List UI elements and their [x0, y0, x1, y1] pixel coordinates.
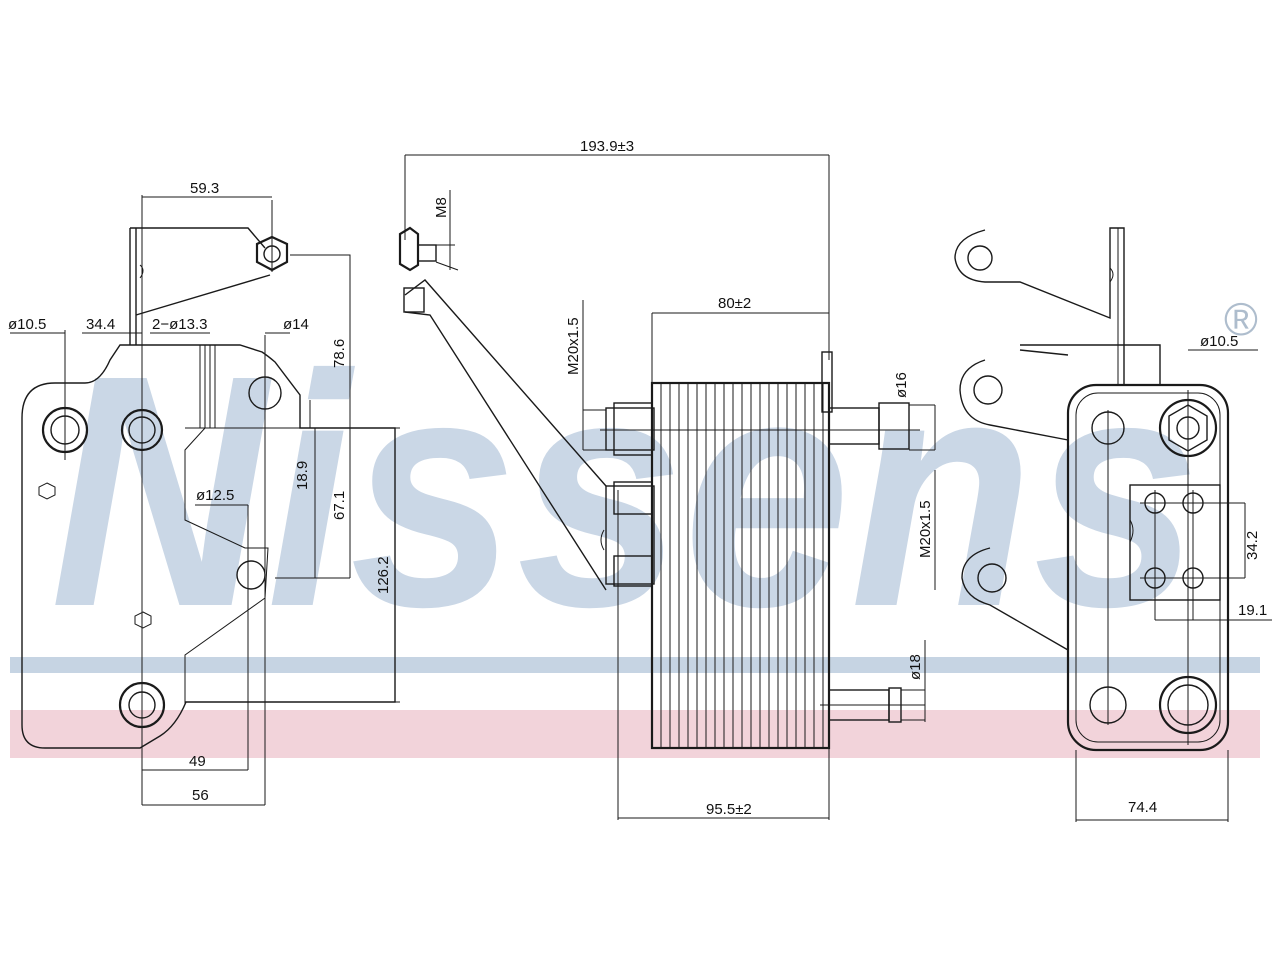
- dim-18: ø18: [907, 654, 924, 680]
- dim-m8: M8: [433, 197, 450, 218]
- dim-78-6: 78.6: [331, 339, 348, 368]
- dim-10-5-right: ø10.5: [1200, 333, 1238, 350]
- dim-12-5: ø12.5: [196, 487, 234, 504]
- dim-10-5-left: ø10.5: [8, 316, 46, 333]
- dim-19-1: 19.1: [1238, 602, 1267, 619]
- dim-14: ø14: [283, 316, 309, 333]
- dim-18-9: 18.9: [294, 461, 311, 490]
- dim-59-3: 59.3: [190, 180, 219, 197]
- dim-m20-mid: M20x1.5: [917, 500, 934, 558]
- nissens-watermark: Nissens ®: [10, 293, 1260, 758]
- watermark-registered-mark: ®: [1224, 293, 1258, 345]
- dim-67-1: 67.1: [331, 491, 348, 520]
- dim-126-2: 126.2: [375, 556, 392, 594]
- watermark-brand-text: Nissens: [50, 306, 1200, 675]
- dim-m20-top: M20x1.5: [565, 317, 582, 375]
- watermark-blue-band: [10, 657, 1260, 673]
- dim-49: 49: [189, 753, 206, 770]
- middle-view-cooler: [398, 154, 936, 820]
- dim-74-4: 74.4: [1128, 799, 1157, 816]
- dim-16: ø16: [893, 372, 910, 398]
- left-view-flange: [10, 195, 400, 806]
- dim-34-4: 34.4: [86, 316, 115, 333]
- dimension-labels: 59.3 ø10.5 34.4 2−ø13.3 ø14 78.6 18.9 67…: [8, 138, 1267, 818]
- dim-56: 56: [192, 787, 209, 804]
- dim-34-2: 34.2: [1244, 531, 1261, 560]
- dim-95-5: 95.5±2: [706, 801, 752, 818]
- right-view-end-face: [954, 227, 1272, 822]
- watermark-pink-band: [10, 710, 1260, 758]
- dim-193-9: 193.9±3: [580, 138, 634, 155]
- dim-80: 80±2: [718, 295, 751, 312]
- dim-2x13-3: 2−ø13.3: [152, 316, 207, 333]
